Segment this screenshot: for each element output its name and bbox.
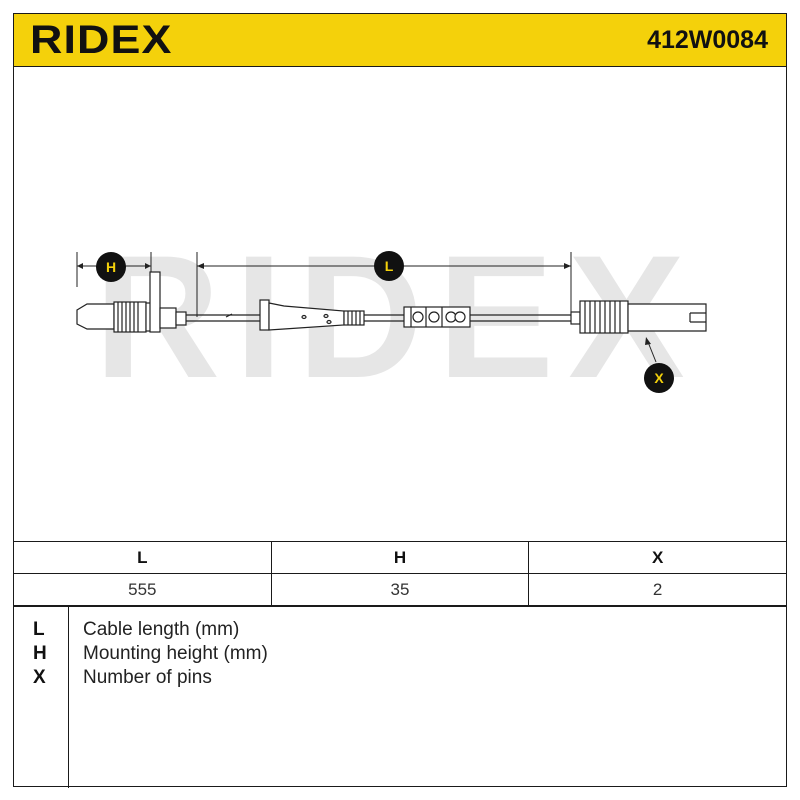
dimension-h: H bbox=[76, 252, 152, 287]
spec-value-x: 2 bbox=[528, 573, 787, 606]
legend-row-x: X Number of pins bbox=[13, 667, 787, 691]
legend-divider bbox=[68, 607, 69, 788]
cable-clips bbox=[403, 306, 471, 328]
dimension-h-label: H bbox=[106, 259, 116, 275]
spec-table: L H X 555 35 2 bbox=[13, 541, 787, 606]
legend-row-h: H Mounting height (mm) bbox=[13, 643, 787, 667]
legend-key-l: L bbox=[33, 619, 45, 640]
spec-header-x: X bbox=[528, 541, 787, 574]
part-number: 412W0084 bbox=[647, 26, 768, 54]
dimension-l-badge bbox=[374, 251, 404, 281]
legend-text-x: Number of pins bbox=[83, 667, 212, 688]
spec-table-value-row: 555 35 2 bbox=[13, 573, 787, 606]
dimension-x-label: X bbox=[654, 370, 664, 386]
dimension-l: L bbox=[196, 251, 572, 317]
spec-value-l: 555 bbox=[13, 573, 272, 606]
legend-text-h: Mounting height (mm) bbox=[83, 643, 268, 664]
cable-end bbox=[470, 314, 571, 322]
dimension-l-label: L bbox=[385, 258, 394, 274]
dimension-x: X bbox=[644, 337, 674, 393]
cable-mid bbox=[364, 314, 404, 322]
connector bbox=[570, 300, 707, 334]
spec-header-l: L bbox=[13, 541, 272, 574]
legend-key-x: X bbox=[33, 667, 46, 688]
sensor-head bbox=[76, 271, 187, 333]
grommet bbox=[259, 299, 365, 331]
legend-row-l: L Cable length (mm) bbox=[13, 619, 787, 643]
cable bbox=[186, 313, 260, 322]
spec-header-h: H bbox=[270, 541, 530, 574]
legend-text-l: Cable length (mm) bbox=[83, 619, 240, 640]
legend: L Cable length (mm) H Mounting height (m… bbox=[13, 606, 787, 788]
legend-key-h: H bbox=[33, 643, 47, 664]
header-bar: RIDEX 412W0084 bbox=[13, 13, 787, 67]
spec-table-header-row: L H X bbox=[13, 541, 787, 574]
dimension-x-badge bbox=[644, 363, 674, 393]
brand-logo: RIDEX bbox=[30, 18, 173, 62]
spec-value-h: 35 bbox=[270, 573, 530, 606]
technical-drawing: RIDEX H L bbox=[76, 220, 707, 415]
dimension-h-badge bbox=[96, 252, 126, 282]
